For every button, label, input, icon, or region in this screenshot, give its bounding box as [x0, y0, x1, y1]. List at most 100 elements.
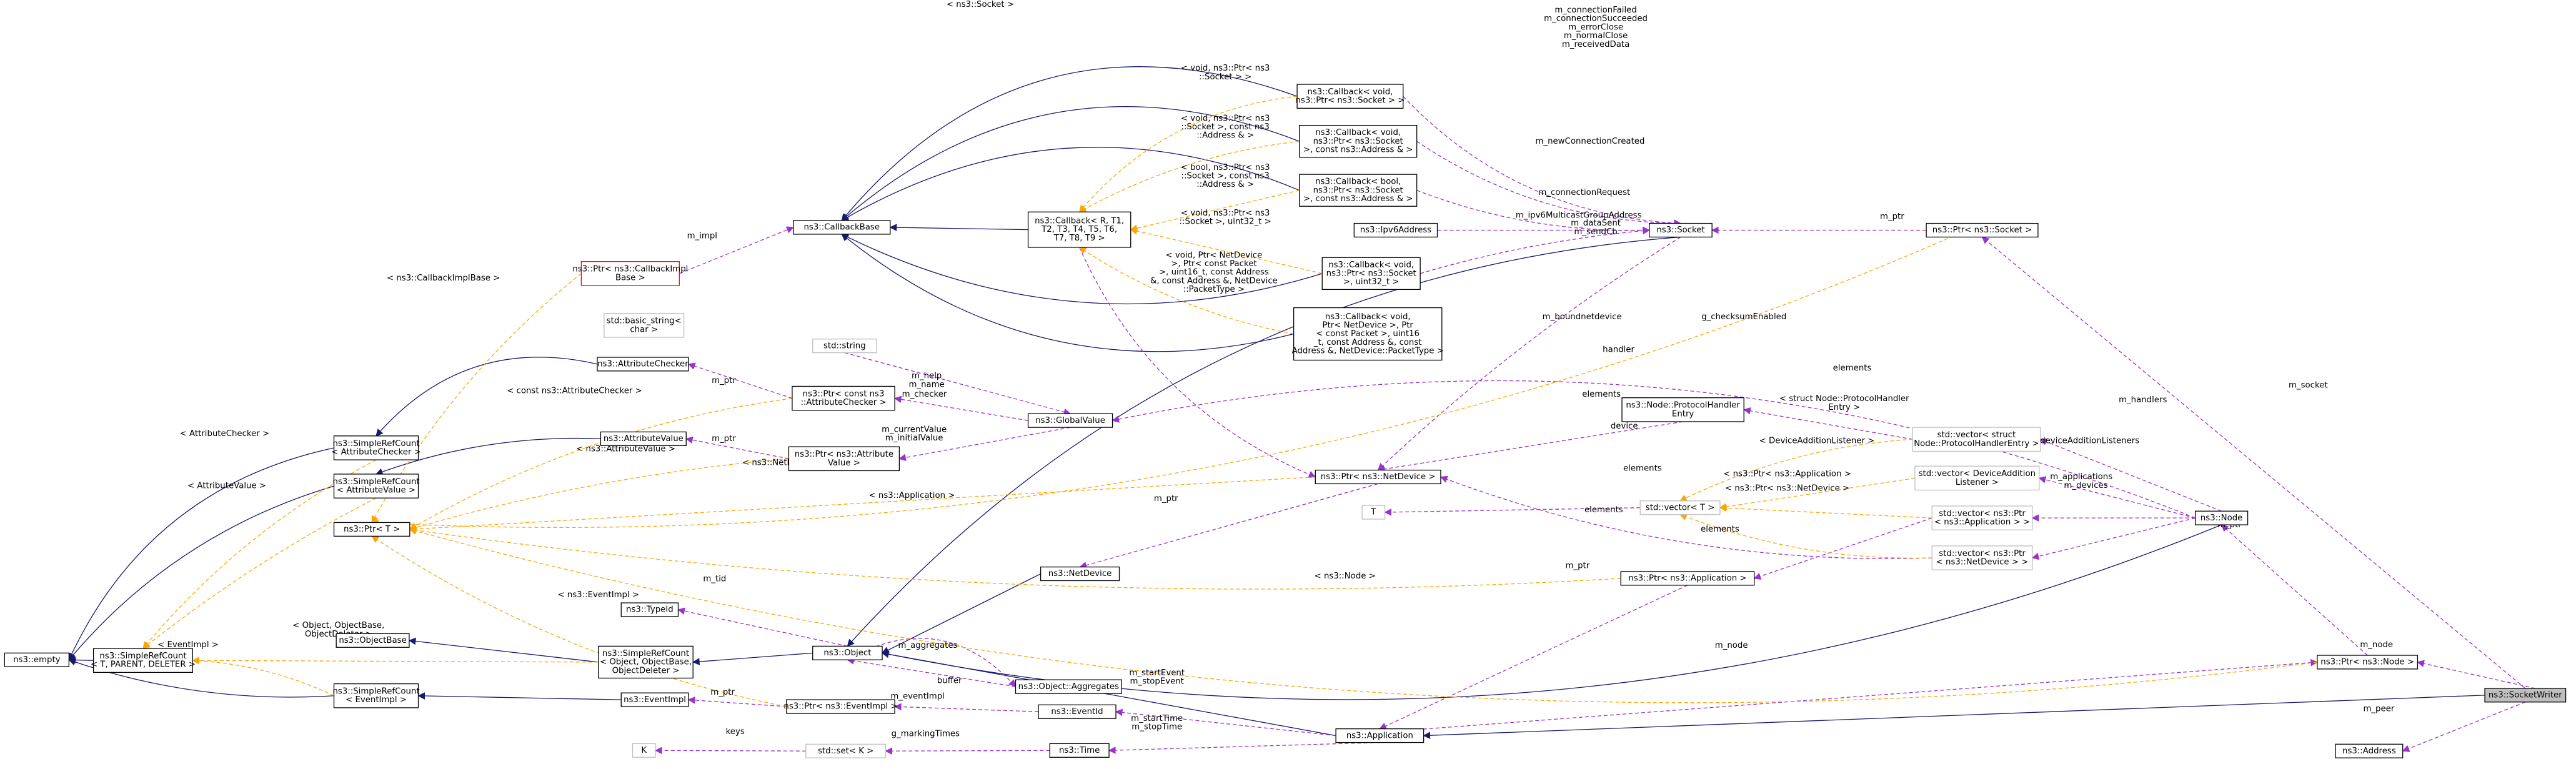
- edge-label-checker: m_checker: [902, 390, 947, 399]
- class-node-ptrAC[interactable]: ns3::Ptr< const ns3::AttributeChecker >: [792, 385, 895, 411]
- class-node-box: [1335, 728, 1425, 743]
- class-node-object[interactable]: ns3::Object: [812, 645, 883, 660]
- class-node-box: [597, 357, 689, 372]
- class-node-line: < AttributeValue >: [337, 486, 415, 495]
- class-node-aggregates[interactable]: ns3::Object::Aggregates: [1015, 679, 1122, 694]
- class-node-box: [1315, 469, 1441, 485]
- class-node-setK[interactable]: std::set< K >: [805, 743, 887, 758]
- class-node-label: ns3::Callback< bool,ns3::Ptr< ns3::Socke…: [1303, 177, 1413, 204]
- class-node-cbBoolSockAddr[interactable]: ns3::Callback< bool,ns3::Ptr< ns3::Socke…: [1299, 174, 1418, 207]
- class-node-T[interactable]: T: [1361, 505, 1386, 520]
- edge-label-m_eventimpl: m_eventImpl: [890, 692, 944, 701]
- edge-label-line: m_node: [1715, 641, 1748, 650]
- nodes: ns3::empty ns3::SimpleRefCount< T, PARENT…: [4, 84, 2567, 758]
- edge-srcAV-to-srcTPD: [142, 497, 377, 649]
- edge-label-line: g_markingTimes: [892, 730, 960, 739]
- edge-ptrEI-to-ptrT: [371, 535, 787, 707]
- edge-label-elements2: elements: [1582, 390, 1621, 399]
- class-node-label: ns3::SimpleRefCount< EventImpl >: [332, 687, 419, 705]
- edge-label-line: buffer: [937, 677, 962, 686]
- class-node-netdevice[interactable]: ns3::NetDevice: [1040, 566, 1120, 582]
- class-node-eventimpl[interactable]: ns3::EventImpl: [620, 692, 689, 707]
- class-node-address[interactable]: ns3::Address: [2335, 743, 2404, 758]
- edge-cbVoidSockU32-to-socket: [1420, 227, 1650, 274]
- class-node-ptrT[interactable]: ns3::Ptr< T >: [333, 522, 410, 537]
- edge-label-void_sock: < void, ns3::Ptr< ns3::Socket > >: [1181, 64, 1270, 82]
- class-node-line: ns3::SimpleRefCount: [332, 687, 419, 697]
- class-node-socketwriter[interactable]: ns3::SocketWriter: [2484, 688, 2567, 703]
- edge-label-av_angle: < ns3::AttributeValue >: [576, 444, 675, 454]
- class-node-label: ns3::Ptr< ns3::Application >: [1628, 573, 1746, 583]
- class-node-eventid[interactable]: ns3::EventId: [1038, 704, 1116, 719]
- class-node-cbVoidSockU32[interactable]: ns3::Callback< void,ns3::Ptr< ns3::Socke…: [1321, 257, 1421, 290]
- edge-attrvalue-to-srcAV: [375, 437, 601, 475]
- class-node-box: [92, 648, 193, 673]
- class-node-srcAV[interactable]: ns3::SimpleRefCount< AttributeValue >: [332, 474, 420, 499]
- class-node-callbackbase[interactable]: ns3::CallbackBase: [793, 220, 891, 235]
- edge-label-line: g_checksumEnabled: [1701, 312, 1786, 322]
- edge-label-eventimpl_tmpl: < EventImpl >: [157, 640, 219, 650]
- class-node-line: Entry: [1672, 409, 1694, 419]
- class-node-time[interactable]: ns3::Time: [1049, 743, 1110, 758]
- class-node-K[interactable]: K: [632, 743, 656, 758]
- class-node-ptrNetDev[interactable]: ns3::Ptr< ns3::NetDevice >: [1315, 469, 1441, 485]
- class-node-typeid[interactable]: ns3::TypeId: [620, 602, 679, 617]
- edge-object-to-typeid: [677, 607, 848, 647]
- class-node-stdvecT[interactable]: std::vector< T >: [1639, 500, 1721, 515]
- class-node-label: ns3::Application: [1346, 731, 1413, 740]
- class-node-globalvalue[interactable]: ns3::GlobalValue: [1027, 413, 1113, 428]
- edge-label-line: < AttributeValue >: [187, 482, 266, 491]
- class-node-cbVoidNetDev[interactable]: ns3::Callback< void,Ptr< NetDevice >, Pt…: [1292, 307, 1444, 361]
- class-node-label: T: [1370, 508, 1376, 517]
- class-node-ipv6addr[interactable]: ns3::Ipv6Address: [1353, 222, 1438, 238]
- class-node-callbackR[interactable]: ns3::Callback< R, T1,T2, T3, T4, T5, T6,…: [1027, 211, 1131, 248]
- class-node-box: [1027, 413, 1113, 428]
- edge-globalvalue-to-ptrAC: [893, 395, 1028, 421]
- class-node-box: [620, 602, 679, 617]
- class-node-ptrNode[interactable]: ns3::Ptr< ns3::Node >: [2317, 655, 2419, 670]
- class-node-srcTPD[interactable]: ns3::SimpleRefCount< T, PARENT, DELETER …: [91, 648, 196, 673]
- class-node-basicstring[interactable]: std::basic_string<char >: [604, 313, 685, 338]
- edge-label-socket_top: < ns3::Socket >: [947, 0, 1014, 9]
- edge-srcOOD-to-objectbase: [408, 637, 599, 663]
- class-node-cbVoidSock[interactable]: ns3::Callback< void,ns3::Ptr< ns3::Socke…: [1295, 84, 1405, 109]
- class-node-ptrEI[interactable]: ns3::Ptr< ns3::EventImpl >: [783, 699, 897, 714]
- class-node-vecPtrApp[interactable]: std::vector< ns3::Ptr< ns3::Application …: [1931, 505, 2033, 530]
- class-node-empty[interactable]: ns3::empty: [4, 652, 70, 667]
- class-node-attrchecker[interactable]: ns3::AttributeChecker: [597, 357, 689, 372]
- class-node-ptrApp[interactable]: ns3::Ptr< ns3::Application >: [1620, 571, 1755, 586]
- edge-label-line: m_currentValue: [882, 425, 947, 434]
- class-node-srcEI[interactable]: ns3::SimpleRefCount< EventImpl >: [332, 683, 420, 708]
- class-node-vecPtrNetDev[interactable]: std::vector< ns3::Ptr< ns3::NetDevice > …: [1931, 545, 2033, 570]
- class-node-application[interactable]: ns3::Application: [1335, 728, 1425, 743]
- class-node-attrvalue[interactable]: ns3::AttributeValue: [600, 431, 687, 446]
- edge-label-line: m_dataSent: [1571, 219, 1621, 228]
- class-node-ptrSocket[interactable]: ns3::Ptr< ns3::Socket >: [1926, 222, 2039, 238]
- class-node-srcAC[interactable]: ns3::SimpleRefCount< AttributeChecker >: [331, 435, 421, 460]
- class-node-cbVoidSockAddr[interactable]: ns3::Callback< void,ns3::Ptr< ns3::Socke…: [1299, 125, 1418, 158]
- edge-label-line: &, const Address &, NetDevice: [1150, 276, 1278, 285]
- class-node-line: ns3::GlobalValue: [1035, 416, 1105, 425]
- class-node-label: ns3::Ipv6Address: [1360, 226, 1431, 235]
- class-node-objectbase[interactable]: ns3::ObjectBase: [336, 633, 410, 648]
- class-node-stdstring[interactable]: std::string: [812, 339, 877, 354]
- edge-label-elements4: elements: [1584, 505, 1623, 515]
- class-node-box: [788, 446, 900, 472]
- edge-label-m_node: m_node: [1715, 641, 1748, 650]
- class-node-node[interactable]: ns3::Node: [2195, 510, 2249, 525]
- class-node-line: ns3::Application: [1346, 731, 1413, 740]
- class-node-box: [1914, 465, 2040, 491]
- class-node-box: [1931, 505, 2033, 530]
- edge-label-devaddlisteners: m_deviceAdditionListeners: [2028, 437, 2140, 446]
- class-node-srcOOD[interactable]: ns3::SimpleRefCount< Object, ObjectBase,…: [598, 645, 694, 679]
- edge-label-app_angle: < ns3::Application >: [869, 491, 955, 500]
- class-node-label: ns3::SocketWriter: [2489, 690, 2562, 700]
- class-node-socket[interactable]: ns3::Socket: [1649, 222, 1713, 238]
- class-node-box: [1015, 679, 1122, 694]
